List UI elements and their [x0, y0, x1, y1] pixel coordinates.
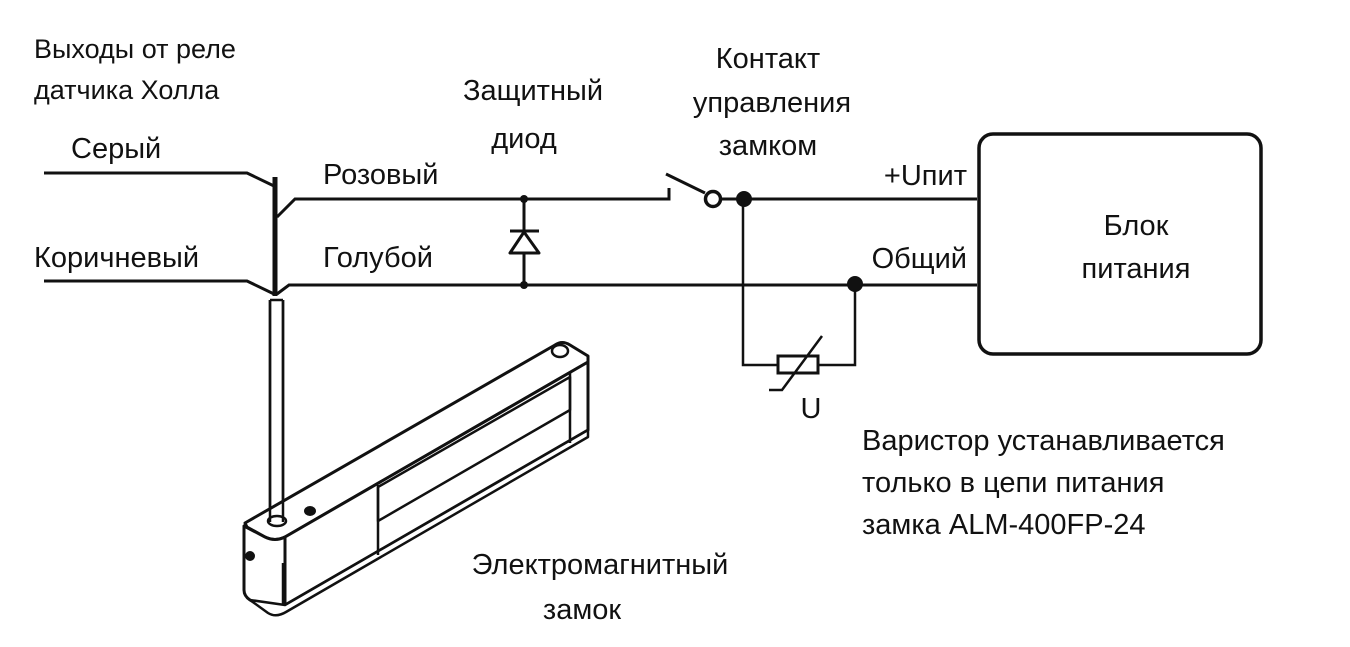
hall-outputs-label-line2: датчика Холла — [34, 75, 220, 105]
varistor-diagonal — [769, 335, 824, 392]
protective-diode-label-line2: диод — [491, 123, 557, 155]
lock-control-contact-label-line3: замком — [719, 130, 817, 162]
electromagnetic-lock — [242, 300, 590, 617]
varistor-symbol-label: U — [801, 393, 822, 425]
power-supply-label-line1: Блок — [1104, 210, 1169, 242]
varistor-note-line2: только в цепи питания — [862, 467, 1164, 499]
hall-relay-wires — [44, 171, 275, 296]
lock-control-contact-label-line2: управления — [693, 87, 851, 119]
lock-front-face — [242, 524, 287, 613]
protective-diode — [508, 195, 541, 289]
varistor — [741, 199, 863, 392]
lock-bottom-edge — [248, 428, 590, 617]
hall-outputs-label-line1: Выходы от реле — [34, 34, 236, 64]
lock-cable-entry — [266, 514, 288, 528]
blue-wire-label: Голубой — [323, 242, 433, 274]
blue-wire — [276, 283, 977, 296]
lock-mounting-hole — [550, 343, 570, 359]
lock-side-dot — [245, 551, 255, 561]
lock-label-line1: Электромагнитный — [472, 549, 729, 581]
varistor-note-line3: замка ALM-400FP-24 — [862, 509, 1146, 541]
gray-wire — [44, 171, 275, 188]
pink-wire — [275, 188, 671, 219]
common-label: Общий — [872, 243, 967, 275]
lock-label-line2: замок — [543, 594, 621, 626]
power-supply-label-line2: питания — [1082, 253, 1191, 285]
supply-plus-label: +Uпит — [884, 160, 967, 192]
lock-control-contact-label-line1: Контакт — [716, 43, 820, 75]
varistor-note-line1: Варистор устанавливается — [862, 425, 1225, 457]
brown-wire — [44, 279, 275, 296]
lock-cable — [268, 298, 285, 522]
common-junction — [847, 276, 863, 292]
switch-lever — [665, 172, 706, 195]
protective-diode-label-line1: Защитный — [463, 75, 603, 107]
diode-top-junction — [520, 195, 528, 203]
pink-wire-label: Розовый — [323, 159, 438, 191]
switch-contact-terminal — [703, 189, 723, 209]
power-supply-block — [977, 132, 1263, 356]
lock-screw — [304, 506, 316, 516]
brown-wire-label: Коричневый — [34, 242, 199, 274]
gray-wire-label: Серый — [71, 133, 161, 165]
varistor-body — [776, 354, 820, 375]
diode-bottom-junction — [520, 281, 528, 289]
